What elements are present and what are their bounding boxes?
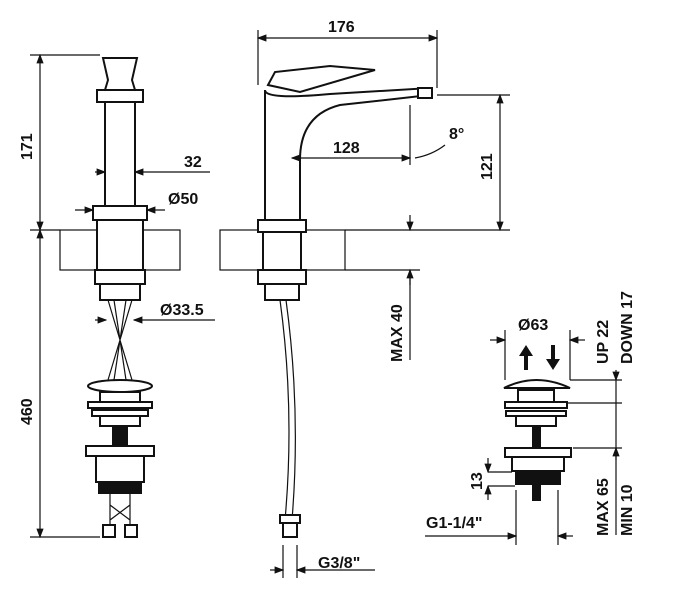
dim-popup-up: UP 22 (595, 319, 612, 364)
hose (279, 299, 296, 521)
dim-popup-down: DOWN 17 (619, 291, 636, 364)
dim-spout-height: 121 (479, 153, 496, 180)
arrow-up-icon (519, 345, 533, 370)
dim-max-countertop: MAX 40 (389, 304, 406, 362)
dim-body-height: 171 (19, 133, 36, 160)
dim-spout-reach: 128 (333, 140, 360, 157)
handle (101, 57, 139, 91)
braided-hose (107, 299, 133, 381)
dim-popup-diameter: Ø63 (518, 317, 549, 334)
dim-total-width: 176 (328, 19, 355, 36)
dim-max-basin: MAX 65 (595, 478, 612, 536)
spout-body (264, 86, 431, 221)
dim-min-basin: MIN 10 (619, 484, 636, 536)
dim-total-length: 460 (19, 398, 36, 425)
lever (266, 64, 376, 94)
dim-base-width: 32 (184, 154, 202, 171)
side-view (30, 53, 215, 539)
body-stem (104, 101, 136, 207)
arrow-down-icon (546, 345, 560, 370)
dim-base-diameter: Ø50 (168, 191, 199, 208)
dim-waste-thread: G1-1/4" (426, 515, 483, 532)
popup-waste-view (425, 330, 622, 545)
dim-hose-thread: G3/8" (318, 555, 361, 572)
dim-spout-angle: 8° (449, 126, 465, 143)
dim-waste-thread-height: 13 (469, 472, 486, 490)
dim-hose-diameter: Ø33.5 (160, 302, 204, 319)
front-view (219, 30, 510, 578)
